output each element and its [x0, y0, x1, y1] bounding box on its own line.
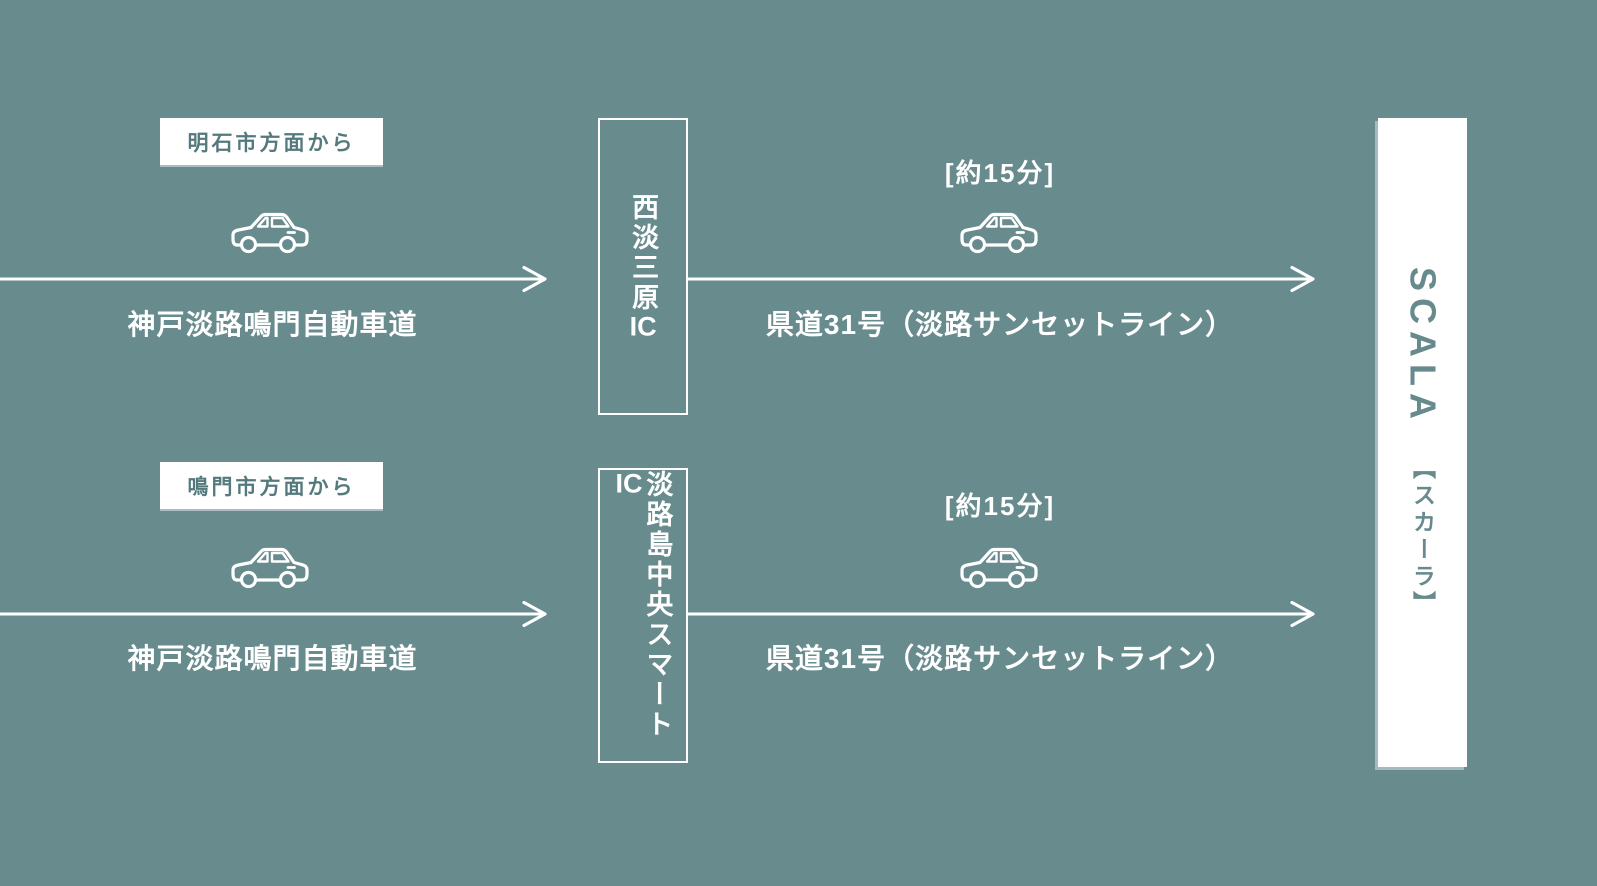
car-icon [960, 547, 1038, 589]
prefectural-road-label: 県道31号（淡路サンセットライン） [765, 643, 1235, 674]
arrow-right-icon [0, 600, 547, 628]
duration-label: [約15分] [944, 491, 1056, 521]
ic-label: 淡路島中央スマートIC [615, 470, 673, 761]
highway-label: 神戸淡路鳴門自動車道 [127, 643, 418, 674]
arrow-right-icon [0, 265, 547, 293]
duration-label: [約15分] [944, 158, 1056, 188]
ic-label: 西淡三原IC [628, 193, 659, 340]
destination-name: SCALA 【スカーラ】 [1402, 267, 1444, 618]
destination-name-en: SCALA [1402, 267, 1444, 426]
destination-name-jp: 【スカーラ】 [1409, 456, 1436, 618]
arrow-right-icon [688, 600, 1315, 628]
prefectural-road-label: 県道31号（淡路サンセットライン） [765, 309, 1235, 340]
origin-label: 明石市方面から [187, 131, 356, 155]
origin-label: 鳴門市方面から [187, 475, 356, 499]
car-icon [960, 212, 1038, 254]
ic-suffix: IC [629, 313, 657, 340]
car-icon [231, 212, 309, 254]
highway-label: 神戸淡路鳴門自動車道 [127, 309, 418, 340]
origin-box-akashi: 明石市方面から [160, 118, 383, 165]
destination-box-scala: SCALA 【スカーラ】 [1378, 118, 1467, 767]
ic-name: 西淡三原 [628, 193, 659, 313]
car-icon [231, 547, 309, 589]
origin-box-naruto: 鳴門市方面から [160, 462, 383, 509]
arrow-right-icon [688, 265, 1315, 293]
ic-box-seidan-mihara: 西淡三原IC [598, 118, 688, 415]
ic-box-awajishima-chuo-smart: 淡路島中央スマートIC [598, 468, 688, 763]
ic-suffix: IC [615, 470, 643, 497]
ic-name: 淡路島中央スマート [642, 470, 673, 740]
